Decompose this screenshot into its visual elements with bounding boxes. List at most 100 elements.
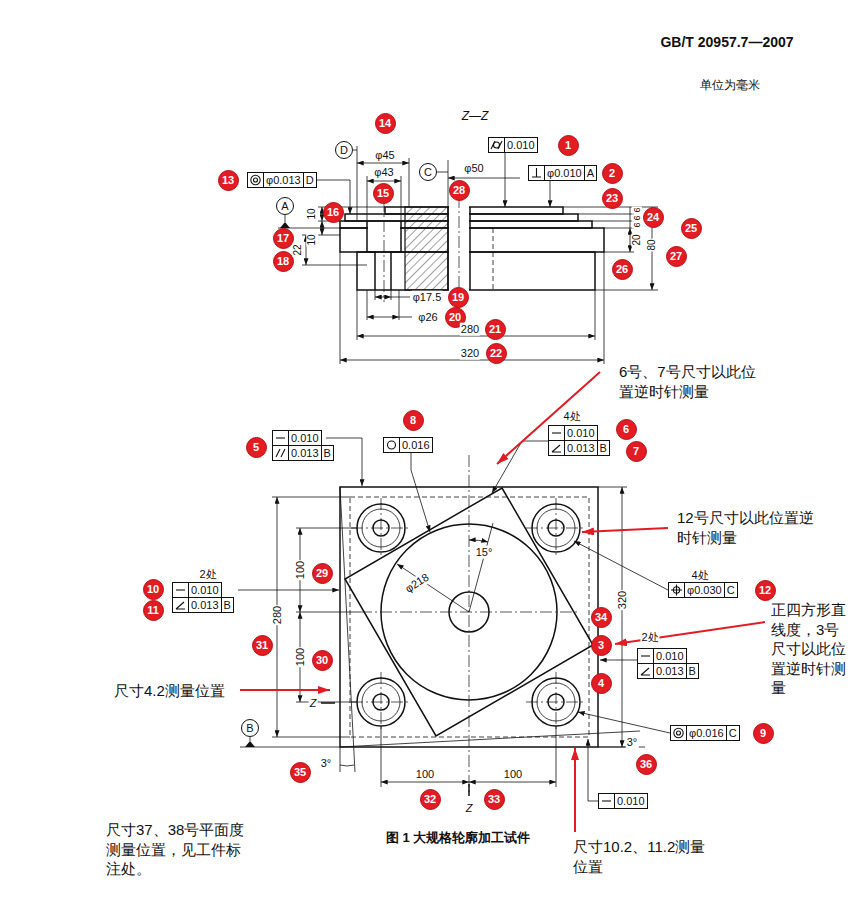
callout-label: 21 [489,324,501,335]
angle-text: 3° [626,736,639,749]
dimension-text: 100 [415,768,435,781]
tolerance-frame: φ0.030C [668,582,738,598]
dimension-text: φ218 [402,570,432,595]
section-mark [468,784,470,796]
tolerance-frame: 0.010 [488,137,538,153]
center-line [384,200,385,302]
leader-line [550,181,551,207]
dimension-line [381,782,469,783]
section-mark-text: Z [465,802,474,815]
extension-line [278,207,385,265]
dimension-line [391,297,410,298]
datum-reference: B [221,598,233,612]
callout-label: 20 [449,312,461,323]
symbol-stroke [552,432,561,433]
tolerance-value: 0.010 [188,583,221,597]
dimension-text: 80 [646,238,658,251]
callout-number: 30 [312,650,333,671]
datum-symbol: C [419,163,437,181]
callout-number: 21 [485,319,506,340]
tolerance-symbol [669,583,684,597]
symbol-stroke [677,731,681,735]
datum-symbol: B [241,719,259,737]
tolerance-frame: 0.013B [637,663,699,679]
callout-number: 10 [143,579,164,600]
callout-label: 16 [327,207,339,218]
datum-reference: B [597,441,609,455]
callout-number: 19 [448,287,469,308]
tolerance-frame: 0.010 [637,648,687,664]
dimension-text: 280 [271,605,284,625]
callout-number: 13 [218,170,239,191]
dimension-text: 6 [632,206,642,213]
hidden-line [493,228,494,290]
callout-label: 24 [647,212,659,223]
datum-reference: A [584,166,596,180]
dimension-line [448,178,520,179]
section-outline [357,252,595,290]
dimension-text: φ45 [374,149,395,162]
dimension-text: 22 [292,243,304,256]
dimension-text: 10 [306,207,318,220]
datum-triangle [245,741,255,747]
extension-line [296,528,360,702]
callout-number: 34 [591,607,612,628]
symbol-stroke [254,178,258,182]
note-text: 6号、7号尺寸以此位置逆时针测量 [618,362,765,401]
tolerance-symbol [529,166,544,180]
section-label: Z—Z [461,110,490,124]
extension-line [272,497,350,737]
extension-line [240,747,340,748]
symbol-stroke [176,602,185,609]
callout-number: 3 [591,635,612,656]
callout-label: 34 [595,612,607,623]
angle-line [469,523,493,612]
callout-number: 15 [373,183,394,204]
callout-number: 23 [602,188,623,209]
angle-arc [340,765,354,766]
datum-reference: C [726,726,739,740]
note-text: 12号尺寸以此位置逆时针测量 [676,508,823,547]
figure-caption: 图 1 大规格轮廓加工试件 [385,831,531,846]
callout-number: 16 [323,202,344,223]
callout-label: 31 [256,640,268,651]
note-arrow [615,622,765,644]
tolerance-symbol [638,664,653,678]
tolerance-value: φ0.030 [684,583,724,597]
datum-symbol: D [335,141,353,159]
callout-number: 31 [252,635,273,656]
tolerance-frame: φ0.010A [528,165,597,181]
callout-label: 3 [598,640,604,651]
tolerance-frame: 0.013B [548,440,610,456]
dimension-line [399,317,412,318]
tolerance-frame: 0.013B [172,597,234,613]
callout-number: 4 [591,673,612,694]
extension-line [367,176,401,221]
dimension-text: φ26 [417,311,438,324]
dimension-line [367,181,401,182]
extension-line [340,252,604,364]
tolerance-symbol [173,598,188,612]
datum-reference: B [321,446,333,460]
callout-label: 26 [616,264,628,275]
datum-leader [353,150,357,151]
leader-line [505,153,506,207]
tolerance-value: 0.010 [653,649,686,663]
callout-number: 32 [420,789,441,810]
symbol-stroke [276,437,285,438]
callout-number: 6 [616,419,637,440]
tolerance-value: 0.010 [504,138,537,152]
dimension-line [340,360,604,361]
dimension-text: 6 [632,214,642,221]
tolerance-value: φ0.010 [544,166,584,180]
tolerance-symbol [549,441,564,455]
callout-label: 14 [379,118,391,129]
callout-label: 36 [640,759,652,770]
datum-leader [285,215,286,222]
tolerance-value: 0.010 [564,426,597,440]
callout-number: 11 [143,600,164,621]
tolerance-value: φ0.016 [686,726,726,740]
center-line [351,455,586,795]
symbol-stroke [176,589,185,590]
quantity-note: 2处 [198,568,217,581]
